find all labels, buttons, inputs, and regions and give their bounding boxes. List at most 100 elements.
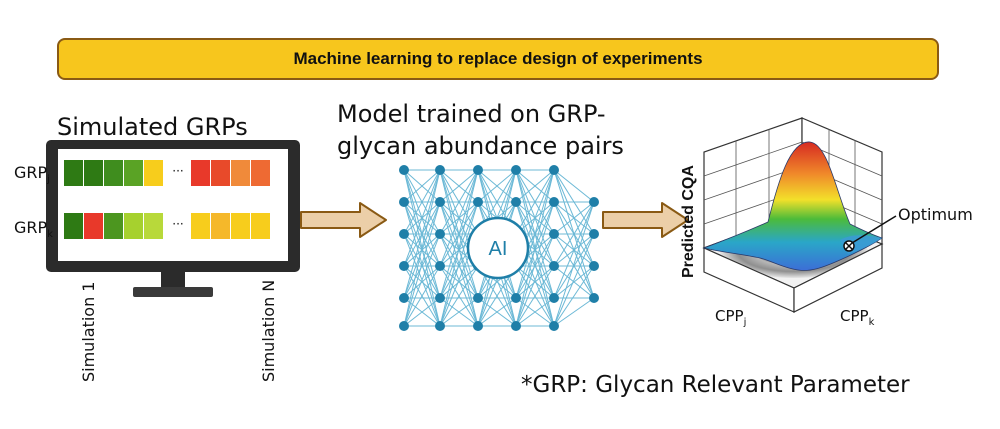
simulation-n-label: Simulation N [259,279,278,382]
network-node [589,229,599,239]
y-axis-text: CPP [840,307,869,325]
model-title-line1: Model trained on GRP- [337,100,606,128]
model-title-line2: glycan abundance pairs [337,132,624,160]
network-node [399,229,409,239]
network-edge [553,201,595,267]
network-edge [553,233,595,299]
simulated-grps-title: Simulated GRPs [57,113,248,141]
network-edge [515,169,555,327]
grp-cell [211,160,230,186]
grp-k-text: GRP [14,218,48,237]
monitor-base [133,287,213,297]
x-axis-text: CPP [715,307,744,325]
neural-network: AI [399,165,599,331]
network-edge [403,297,441,327]
optimum-marker-icon [843,240,855,252]
simulation-1-label: Simulation 1 [79,281,98,383]
grp-k-sub: k [47,229,53,241]
grp-cell [84,213,103,239]
network-node [435,321,445,331]
network-edge [553,201,595,327]
x-axis-label: CPPj [715,307,746,328]
network-node [511,165,521,175]
network-node [435,293,445,303]
ai-label: AI [489,238,508,260]
surface-plot [702,117,897,313]
optimum-label: Optimum [898,205,973,224]
network-node [399,293,409,303]
grp-cell [64,160,83,186]
network-node [399,165,409,175]
network-edge [515,297,555,327]
network-node [511,293,521,303]
y-axis-label: CPPk [840,307,874,328]
banner-text: Machine learning to replace design of ex… [293,49,703,68]
network-node [549,165,559,175]
network-node [435,261,445,271]
network-edge [403,201,441,327]
banner: Machine learning to replace design of ex… [57,38,939,80]
arrow-right-icon [300,202,387,238]
network-node [399,261,409,271]
grp-cell [104,160,123,186]
network-node [549,293,559,303]
network-edge [515,233,555,327]
grp-cell [251,160,270,186]
network-edge [477,169,517,203]
network-node [511,321,521,331]
footnote: *GRP: Glycan Relevant Parameter [521,372,910,398]
grp-cell [231,213,250,239]
network-edge [515,201,555,327]
grp-k-label: GRPk [14,218,53,240]
network-edge [477,297,517,327]
network-edge [403,169,441,235]
network-node [589,261,599,271]
network-edge [403,169,441,203]
network-node [399,321,409,331]
grp-cell [64,213,83,239]
grp-cell [84,160,103,186]
network-node [435,197,445,207]
network-node [473,165,483,175]
network-edge [515,169,555,203]
network-node [473,197,483,207]
network-edge [439,297,479,327]
network-node [589,293,599,303]
network-edge [439,169,479,267]
network-edge [515,169,555,299]
x-axis-sub: j [743,317,747,328]
network-node [399,197,409,207]
z-axis-label: Predicted CQA [680,165,697,278]
grp-j-label: GRPj [14,163,50,185]
network-edge [515,233,555,299]
grp-j-sub: j [47,174,50,186]
grp-cell [124,213,143,239]
network-node [549,261,559,271]
network-edge [403,169,441,267]
grp-cell [144,213,163,239]
network-node [511,197,521,207]
network-edge [439,169,479,203]
arrow-right-icon [602,202,689,238]
ellipsis-k: ··· [172,217,183,231]
network-edge [403,233,441,299]
monitor: ··· ··· [46,140,300,297]
network-edge [403,265,441,327]
network-edge [439,169,479,299]
network-node [435,165,445,175]
grp-k-cells [64,213,270,239]
network-edge [403,169,441,299]
network-node [549,197,559,207]
network-edge [403,265,441,299]
y-axis-sub: k [868,317,875,328]
network-node [549,229,559,239]
network-edge [553,169,595,203]
grp-cell [191,213,210,239]
network-edge [439,265,479,299]
network-edge [553,265,595,299]
network-node [473,321,483,331]
network-edge [439,169,479,327]
network-node [435,229,445,239]
network-edge [439,169,479,235]
network-edge [553,201,595,299]
